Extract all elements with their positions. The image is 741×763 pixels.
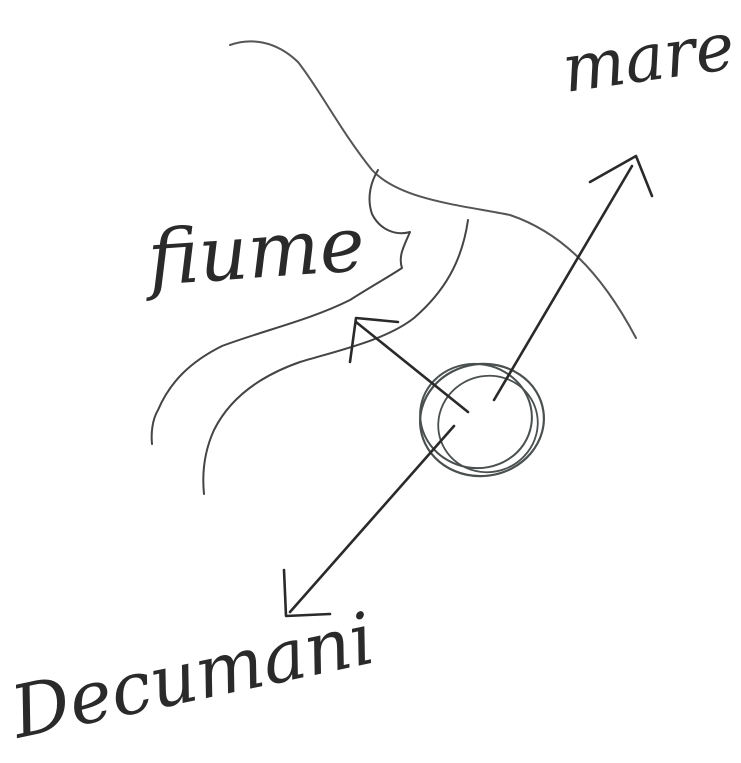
arrow-to-river [348,316,470,414]
coastline-curve [229,40,637,339]
arrow-to-decumani [282,424,456,618]
river-bank-lower [202,219,469,495]
arrow-to-sea [492,154,654,402]
city-circle [419,362,545,478]
sea-label: mare [558,8,740,108]
river-label: fiume [140,199,367,303]
river-bank-upper [150,169,411,445]
decumani-label: Decumani [2,596,381,755]
